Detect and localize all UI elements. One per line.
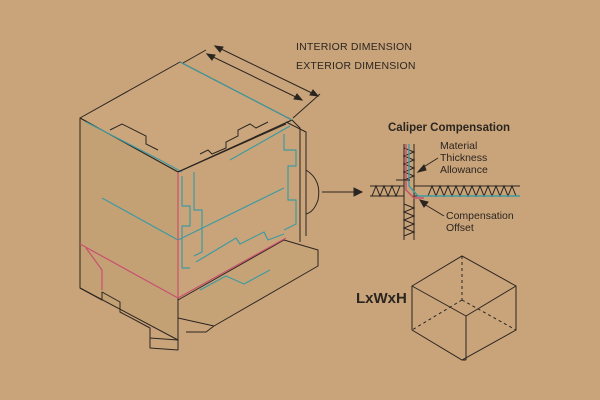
top-tab-right xyxy=(199,121,269,155)
exterior-dimension-arrow xyxy=(214,45,319,97)
dim-extension-left xyxy=(182,49,207,64)
cube-edge-front-top-right xyxy=(465,285,517,317)
top-tab-left xyxy=(109,123,159,151)
left-flute xyxy=(371,184,401,198)
box-bottom-tray xyxy=(177,239,319,327)
vertical-flute-bottom xyxy=(402,203,416,237)
material-thickness-label-line3: Allowance xyxy=(440,164,488,176)
vertical-flute-top xyxy=(402,147,416,181)
cube-edge-front-top-left xyxy=(411,285,467,317)
interior-dimension-arrow xyxy=(206,53,303,101)
interior-dimension-label: INTERIOR DIMENSION xyxy=(296,41,413,53)
box-dimensions-label: LxWxH xyxy=(356,290,407,307)
teal-left-crease xyxy=(85,121,183,173)
compensation-offset-label-line1: Compensation xyxy=(446,210,514,222)
box-side-bump xyxy=(305,169,320,215)
exterior-arrow-head-right xyxy=(309,89,320,97)
teal-top-tab xyxy=(229,125,291,161)
box-right-lip xyxy=(285,121,307,236)
offset-leader-head xyxy=(418,199,429,208)
dim-extension-right xyxy=(292,93,321,119)
magenta-flap-score xyxy=(85,247,103,290)
compensation-offset-label-line2: Offset xyxy=(446,222,474,234)
hidden-edge-left xyxy=(411,299,463,331)
hidden-edge-right xyxy=(461,299,517,331)
caliper-compensation-heading: Caliper Compensation xyxy=(388,122,511,134)
exterior-arrow-head-left xyxy=(213,45,224,53)
interior-arrow-head-left xyxy=(205,53,216,61)
dimension-arrows xyxy=(182,45,321,119)
top-front-edge xyxy=(177,123,287,173)
caliper-leaders xyxy=(396,157,445,217)
interior-arrow-head-right xyxy=(293,93,304,101)
material-thickness-label-line2: Thickness xyxy=(440,152,488,164)
box-bottom-foot xyxy=(149,338,179,351)
teal-top-edge xyxy=(179,61,293,121)
exterior-dimension-label: EXTERIOR DIMENSION xyxy=(296,60,416,72)
teal-inner-tabs xyxy=(193,172,203,257)
box-right-edge xyxy=(177,119,301,242)
magenta-score-lines xyxy=(79,172,287,299)
material-thickness-label-line1: Material xyxy=(440,140,478,152)
detail-pointer xyxy=(322,187,364,197)
magenta-inner-path xyxy=(405,144,424,199)
box-bottom-flap xyxy=(79,287,179,341)
teal-right-tabs xyxy=(283,134,297,231)
offset-leader xyxy=(423,203,445,217)
thickness-leader-head xyxy=(416,164,427,173)
teal-tray-crease xyxy=(199,269,271,291)
top-interlock-tabs xyxy=(109,121,287,173)
pointer-head xyxy=(353,187,364,197)
teal-front-tabs xyxy=(181,176,191,269)
tray-tab xyxy=(186,325,215,333)
teal-bottom-tabs xyxy=(195,231,285,263)
right-flute xyxy=(427,184,517,198)
teal-inner-path xyxy=(408,144,520,197)
caliper-highlights xyxy=(405,144,520,199)
cube-hidden-edges xyxy=(411,256,517,331)
